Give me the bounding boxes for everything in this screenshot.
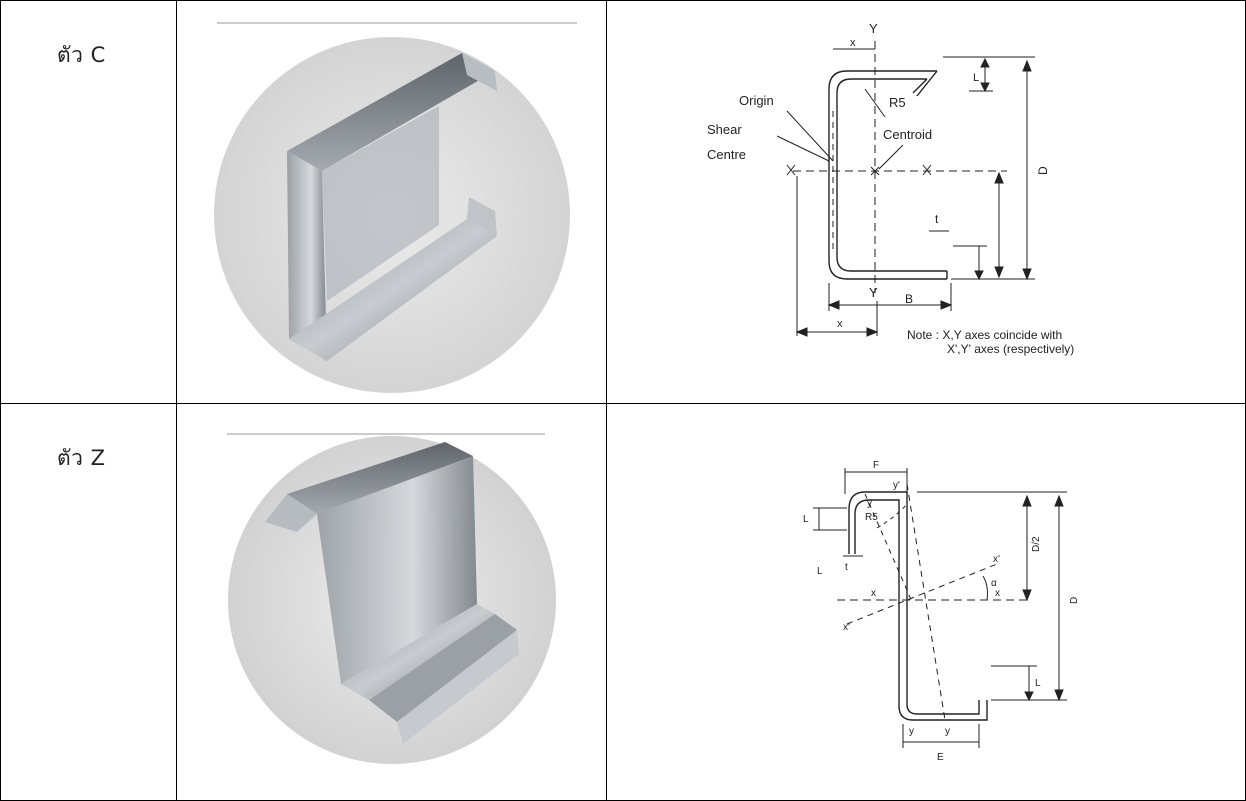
label-cell-z: ตัว Z [0, 403, 178, 801]
z-angle-label: α [991, 578, 997, 589]
z-axis-y1-prime-label: y' [893, 480, 900, 491]
z-lip-right-label: L [1035, 678, 1041, 689]
z-axis-x-right-prime-label: x' [993, 554, 1000, 565]
label-cell-c: ตัว C [0, 0, 178, 404]
z-lip-left-label: L [817, 566, 823, 577]
z-section-diagram: F R5 y y' L L t x x' x' x α D/2 D L y y [803, 460, 1080, 763]
z-depth-label: D [1069, 597, 1080, 604]
thickness-label: t [935, 212, 939, 226]
c-channel-photo [214, 22, 578, 393]
z-axis-y-bottom-right-label: y [945, 726, 950, 737]
z-flange-top-label: F [873, 460, 879, 471]
dim-x-top-label: x [850, 37, 856, 49]
centre-label: Centre [707, 147, 746, 162]
depth-label: D [1036, 166, 1050, 175]
z-purlin-photo [227, 433, 557, 764]
table-row-c: ตัว C [0, 0, 1246, 404]
z-axis-y1-label: y [867, 498, 872, 509]
z-half-depth-label: D/2 [1031, 536, 1042, 552]
lip-label: L [973, 72, 979, 84]
z-profile-outline [848, 491, 980, 715]
profile-label-z: ตัว Z [57, 446, 106, 470]
note-line-2: X',Y' axes (respectively) [947, 342, 1074, 356]
z-axis-x-far-left-label: x' [843, 622, 850, 633]
z-thickness-label: t [845, 562, 848, 573]
c-section-diagram: Y x R5 Origin Shear Centre Centroid t Y … [707, 21, 1074, 356]
width-label: B [905, 292, 913, 306]
z-axis-y-bottom-left-label: y [909, 726, 914, 737]
dim-x-bottom-label: x [837, 318, 843, 330]
photo-cell-z [176, 403, 608, 801]
axis-y-top-label: Y [869, 21, 878, 36]
c-profile-outline [828, 70, 948, 280]
profile-label-c: ตัว C [57, 43, 106, 67]
z-axis-x-left-label: x [871, 588, 876, 599]
shear-label: Shear [707, 122, 742, 137]
z-lip-top-label: L [803, 514, 809, 525]
z-radius-label: R5 [865, 512, 878, 523]
z-axis-x-right-label: x [995, 588, 1000, 599]
z-flange-bottom-label: E [937, 752, 944, 763]
photo-cell-c [176, 0, 608, 404]
diagram-cell-z: F R5 y y' L L t x x' x' x α D/2 D L y y [606, 403, 1246, 801]
diagram-cell-c: Y x R5 Origin Shear Centre Centroid t Y … [606, 0, 1246, 404]
centroid-label: Centroid [883, 127, 932, 142]
axis-y-bottom-label: Y [869, 285, 878, 300]
note-line-1: Note : X,Y axes coincide with [907, 328, 1062, 342]
table-row-z: ตัว Z [0, 403, 1246, 801]
radius-label: R5 [889, 95, 906, 110]
origin-label: Origin [739, 93, 774, 108]
